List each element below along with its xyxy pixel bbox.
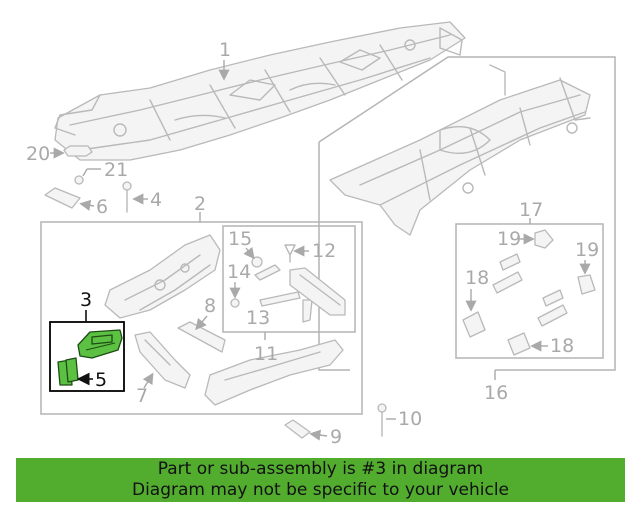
- svg-text:10: 10: [398, 408, 422, 430]
- svg-text:20: 20: [26, 143, 50, 165]
- svg-text:5: 5: [95, 369, 107, 391]
- rear-frame-section[interactable]: [204, 339, 344, 406]
- callout-21: 21: [82, 159, 128, 181]
- svg-text:16: 16: [484, 382, 508, 404]
- callout-18-a: 18: [465, 267, 489, 312]
- svg-text:17: 17: [519, 199, 543, 221]
- callout-10: 10: [386, 408, 422, 430]
- svg-text:8: 8: [204, 295, 216, 317]
- svg-text:9: 9: [330, 426, 342, 448]
- crossmember-8[interactable]: [177, 321, 226, 353]
- callout-2: 2: [194, 193, 206, 222]
- subassembly-11-box: [222, 225, 356, 333]
- bracket-19-b[interactable]: [577, 274, 596, 295]
- svg-text:1: 1: [219, 39, 231, 61]
- svg-text:12: 12: [312, 240, 336, 262]
- callout-5: 5: [76, 369, 107, 391]
- callout-11: 11: [254, 332, 278, 365]
- frame-detail-outline: [318, 56, 616, 371]
- pad-18-b[interactable]: [507, 289, 568, 356]
- pad-9[interactable]: [284, 419, 311, 439]
- frame-rail-7[interactable]: [134, 331, 191, 389]
- bolt-10[interactable]: [377, 403, 387, 437]
- bolt-14[interactable]: [230, 298, 240, 308]
- nut-15[interactable]: [251, 256, 263, 268]
- callout-12: 12: [293, 240, 336, 262]
- crossmember-11[interactable]: [289, 267, 346, 316]
- svg-text:18: 18: [465, 267, 489, 289]
- svg-text:13: 13: [246, 307, 270, 329]
- highlighted-part-3[interactable]: [77, 329, 123, 359]
- callout-19-b: 19: [575, 239, 599, 275]
- front-frame-section[interactable]: [104, 234, 221, 319]
- callout-19-a: 19: [497, 228, 535, 250]
- callout-14: 14: [227, 261, 251, 299]
- svg-text:14: 14: [227, 261, 251, 283]
- svg-text:19: 19: [497, 228, 521, 250]
- info-banner: Part or sub-assembly is #3 in diagram Di…: [16, 458, 625, 502]
- svg-text:6: 6: [96, 196, 108, 218]
- banner-line-2: Diagram may not be specific to your vehi…: [131, 480, 509, 500]
- bracket-19-a[interactable]: [534, 229, 554, 249]
- highlight-box: [49, 321, 125, 392]
- svg-text:15: 15: [228, 228, 252, 250]
- callout-13: 13: [246, 307, 270, 329]
- frame-detail-view[interactable]: [329, 64, 591, 236]
- callout-16: 16: [484, 370, 508, 404]
- callout-4: 4: [132, 189, 162, 211]
- svg-text:4: 4: [150, 189, 162, 211]
- highlighted-part-5[interactable]: [57, 357, 79, 386]
- pad-18-a[interactable]: [462, 253, 523, 338]
- subassembly-2-box: [40, 221, 363, 415]
- callout-15: 15: [228, 228, 255, 260]
- bolt-21[interactable]: [74, 175, 84, 185]
- callout-7: 7: [136, 372, 154, 407]
- callout-8: 8: [195, 295, 216, 331]
- svg-text:7: 7: [136, 385, 148, 407]
- banner-line-1: Part or sub-assembly is #3 in diagram: [157, 459, 484, 479]
- callout-17: 17: [519, 199, 543, 224]
- svg-text:3: 3: [80, 289, 92, 311]
- callout-20: 20: [26, 143, 65, 165]
- pad-6[interactable]: [44, 187, 81, 209]
- link-13[interactable]: [254, 264, 313, 323]
- callout-3: 3: [80, 289, 92, 322]
- bracket-20[interactable]: [63, 145, 93, 157]
- parts-diagram: 1 2 3 4 5 6 7 8 9 10 11 12: [26, 21, 616, 448]
- svg-text:11: 11: [254, 343, 278, 365]
- svg-text:19: 19: [575, 239, 599, 261]
- svg-text:21: 21: [104, 159, 128, 181]
- callout-9: 9: [309, 426, 342, 448]
- svg-text:2: 2: [194, 193, 206, 215]
- callout-6: 6: [79, 196, 108, 218]
- svg-text:18: 18: [550, 335, 574, 357]
- callout-1: 1: [218, 39, 231, 81]
- bracket-12[interactable]: [284, 244, 296, 263]
- bolt-4[interactable]: [122, 181, 132, 213]
- frame-assembly[interactable]: [54, 21, 466, 161]
- callout-18-b: 18: [530, 335, 574, 357]
